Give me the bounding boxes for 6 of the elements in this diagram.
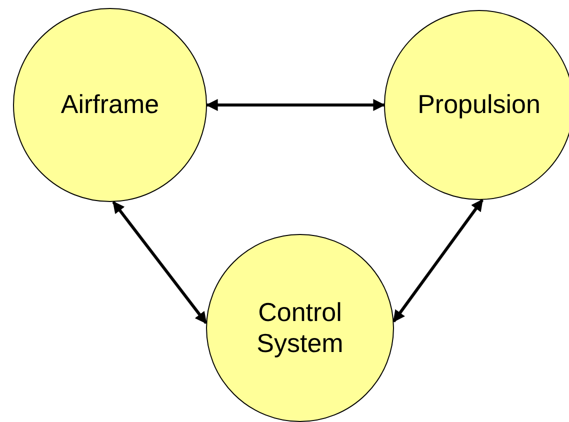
node-label: Propulsion <box>418 89 540 121</box>
node-label: Control System <box>256 296 344 360</box>
node-label: Airframe <box>60 89 160 121</box>
double-arrow <box>392 198 484 322</box>
double-arrow <box>112 201 208 324</box>
double-arrow <box>206 99 386 111</box>
